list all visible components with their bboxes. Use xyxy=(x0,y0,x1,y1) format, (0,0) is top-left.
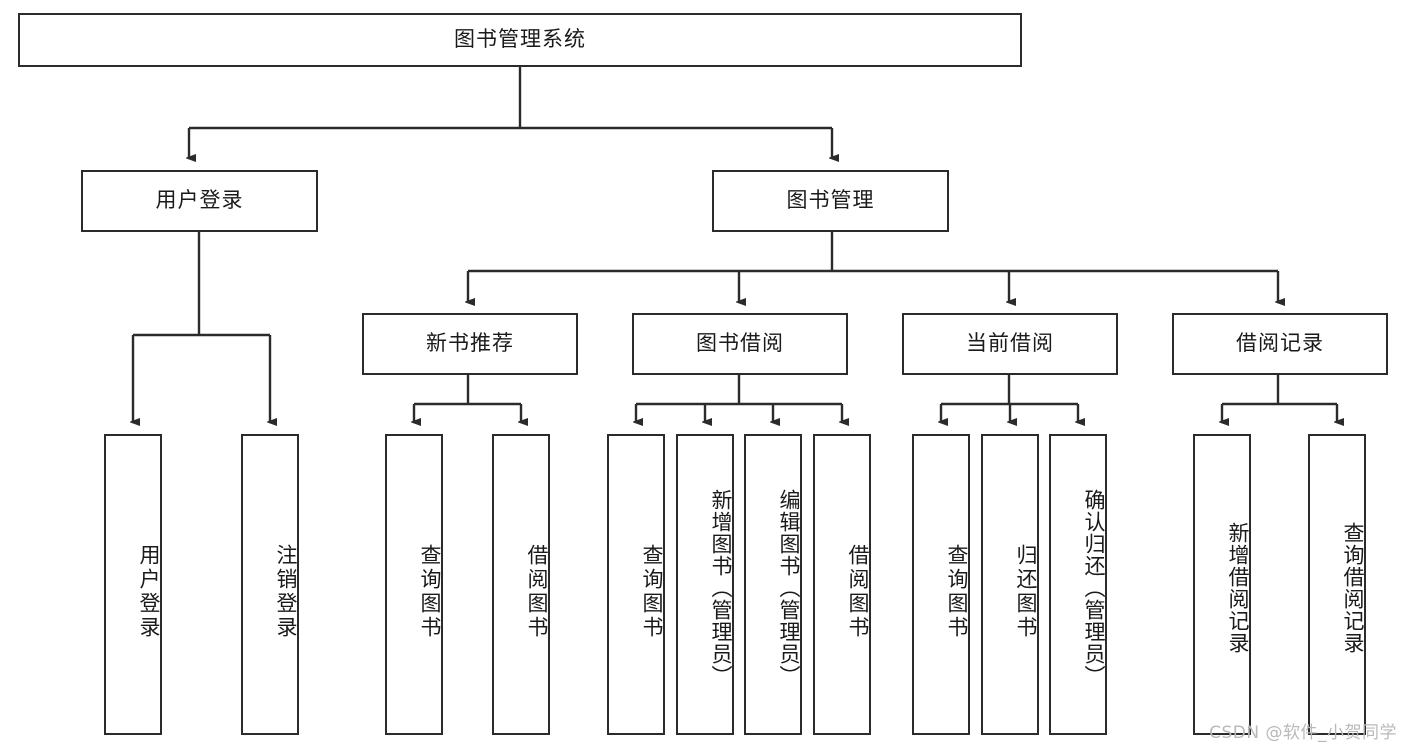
leaf-edit-book[interactable]: 编辑图书（管理员） xyxy=(744,434,802,735)
node-book-management[interactable]: 图书管理 xyxy=(712,170,949,232)
node-book-borrow-label: 图书借阅 xyxy=(696,331,784,356)
leaf-borrow-book-1[interactable]: 借阅图书 xyxy=(492,434,550,735)
leaf-query-record[interactable]: 查询借阅记录 xyxy=(1308,434,1366,735)
leaf-add-book[interactable]: 新增图书（管理员） xyxy=(676,434,734,735)
node-root-label: 图书管理系统 xyxy=(454,27,586,52)
leaf-confirm-return-label: 确认归还（管理员） xyxy=(1082,488,1106,687)
node-root[interactable]: 图书管理系统 xyxy=(18,13,1022,67)
node-current-borrow-label: 当前借阅 xyxy=(966,331,1054,356)
leaf-user-login-label: 用户登录 xyxy=(137,543,161,640)
leaf-add-record[interactable]: 新增借阅记录 xyxy=(1193,434,1251,735)
leaf-borrow-book-2-label: 借阅图书 xyxy=(846,543,870,640)
leaf-add-record-label: 新增借阅记录 xyxy=(1226,521,1250,654)
node-new-book-recommend-label: 新书推荐 xyxy=(426,331,514,356)
leaf-add-book-label: 新增图书（管理员） xyxy=(709,488,733,687)
leaf-query-book-1-label: 查询图书 xyxy=(418,543,442,640)
leaf-query-book-1[interactable]: 查询图书 xyxy=(385,434,443,735)
leaf-query-book-2[interactable]: 查询图书 xyxy=(607,434,665,735)
node-new-book-recommend[interactable]: 新书推荐 xyxy=(362,313,578,375)
leaf-query-book-2-label: 查询图书 xyxy=(640,543,664,640)
leaf-borrow-book-2[interactable]: 借阅图书 xyxy=(813,434,871,735)
leaf-edit-book-label: 编辑图书（管理员） xyxy=(777,488,801,687)
node-borrow-record-label: 借阅记录 xyxy=(1236,331,1324,356)
leaf-query-record-label: 查询借阅记录 xyxy=(1341,521,1365,654)
leaf-query-book-3-label: 查询图书 xyxy=(945,543,969,640)
node-user-login-label: 用户登录 xyxy=(155,188,244,213)
node-book-borrow[interactable]: 图书借阅 xyxy=(632,313,848,375)
node-book-management-label: 图书管理 xyxy=(786,188,875,213)
leaf-user-logout[interactable]: 注销登录 xyxy=(241,434,299,735)
leaf-user-login[interactable]: 用户登录 xyxy=(104,434,162,735)
leaf-return-book-label: 归还图书 xyxy=(1014,543,1038,640)
node-current-borrow[interactable]: 当前借阅 xyxy=(902,313,1118,375)
leaf-return-book[interactable]: 归还图书 xyxy=(981,434,1039,735)
node-borrow-record[interactable]: 借阅记录 xyxy=(1172,313,1388,375)
leaf-borrow-book-1-label: 借阅图书 xyxy=(525,543,549,640)
csdn-watermark: CSDN @软件_小贺同学 xyxy=(1209,723,1397,743)
node-user-login[interactable]: 用户登录 xyxy=(81,170,318,232)
leaf-confirm-return[interactable]: 确认归还（管理员） xyxy=(1049,434,1107,735)
leaf-query-book-3[interactable]: 查询图书 xyxy=(912,434,970,735)
leaf-user-logout-label: 注销登录 xyxy=(274,543,298,640)
